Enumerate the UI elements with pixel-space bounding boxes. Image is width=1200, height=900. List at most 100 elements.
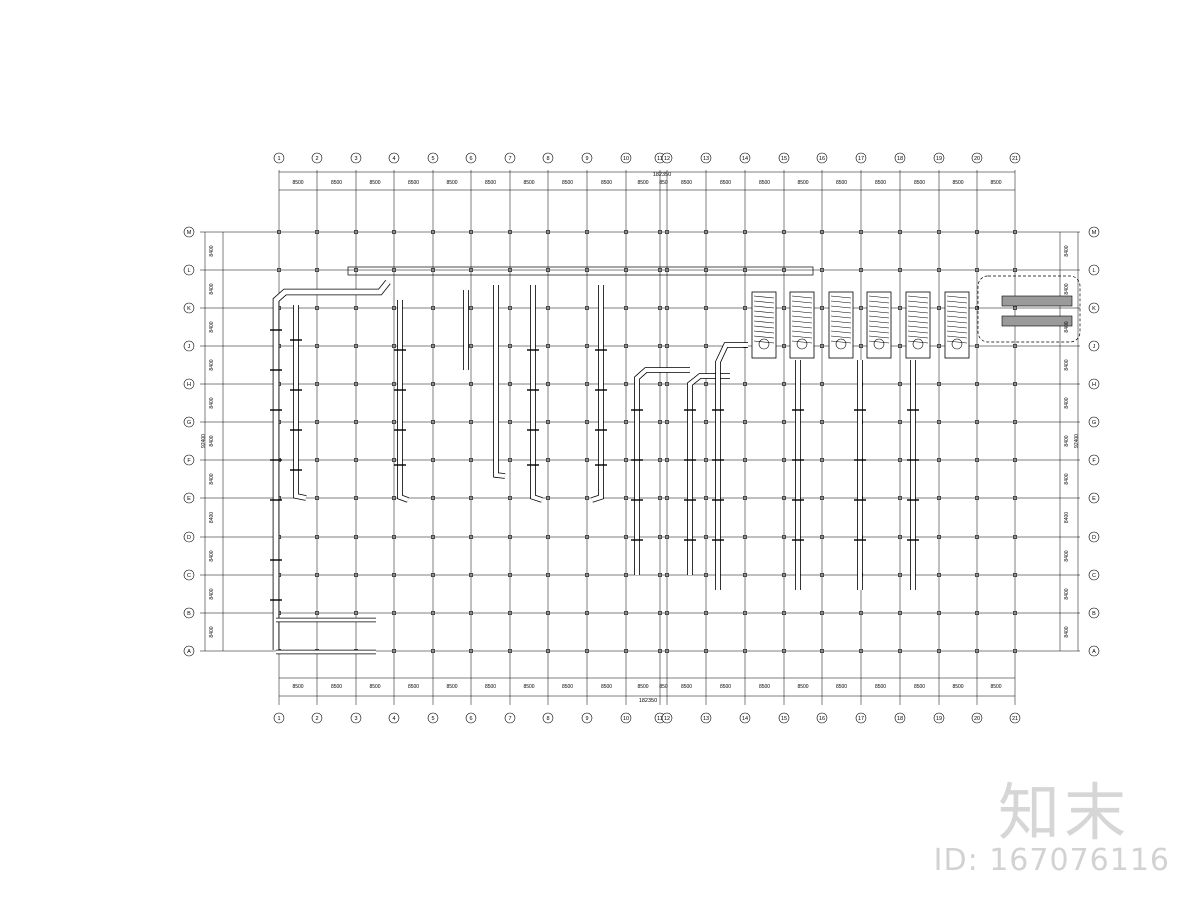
- structural-column: [315, 268, 319, 272]
- axis-label: 17: [858, 716, 864, 722]
- unit-hatch: [946, 305, 968, 309]
- duct-run: [398, 300, 409, 502]
- row-spacing-label: 8400: [1064, 435, 1070, 446]
- structural-column: [658, 649, 662, 653]
- axis-label: 14: [742, 156, 748, 162]
- structural-column: [315, 573, 319, 577]
- structural-column: [585, 649, 589, 653]
- structural-column: [898, 268, 902, 272]
- axis-bubble: [581, 712, 593, 724]
- structural-column: [315, 344, 319, 348]
- structural-column: [585, 496, 589, 500]
- duct-run: [531, 285, 543, 502]
- axis-label: J: [1093, 344, 1096, 350]
- structural-column: [546, 573, 550, 577]
- structural-column: [782, 458, 786, 462]
- axis-bubble: [388, 152, 400, 164]
- unit-hatch: [753, 320, 775, 324]
- duct-run: [688, 374, 730, 575]
- structural-column: [658, 496, 662, 500]
- axis-label: 8: [546, 156, 549, 162]
- row-spacing-label: 8400: [1064, 588, 1070, 599]
- axis-bubble: [350, 712, 362, 724]
- axis-label: 13: [703, 716, 709, 722]
- axis-label: M: [1092, 230, 1097, 236]
- structural-column: [975, 382, 979, 386]
- row-spacing-label: 8400: [1064, 245, 1070, 256]
- unit-hatch: [791, 340, 813, 344]
- structural-column: [743, 230, 747, 234]
- structural-column: [431, 268, 435, 272]
- structural-column: [782, 496, 786, 500]
- column-spacing-label: 8500: [485, 684, 496, 690]
- structural-column: [937, 611, 941, 615]
- column-spacing-label: 8500: [681, 684, 692, 690]
- unit-hatch: [907, 310, 929, 314]
- axis-label: 6: [469, 156, 472, 162]
- structural-column: [431, 649, 435, 653]
- axis-label: 16: [819, 156, 825, 162]
- structural-column: [937, 344, 941, 348]
- axis-bubble: [1088, 531, 1100, 543]
- unit-hatch: [868, 330, 890, 334]
- axis-label: 10: [623, 156, 629, 162]
- structural-column: [546, 535, 550, 539]
- structural-column: [658, 344, 662, 348]
- structural-column: [1013, 420, 1017, 424]
- structural-column: [898, 230, 902, 234]
- structural-column: [354, 382, 358, 386]
- axis-label: B: [1092, 611, 1096, 617]
- unit-hatch: [753, 300, 775, 304]
- axis-label: 21: [1012, 716, 1018, 722]
- structural-column: [937, 458, 941, 462]
- unit-fan: [951, 338, 963, 350]
- structural-column: [859, 344, 863, 348]
- structural-column: [469, 230, 473, 234]
- structural-column: [975, 344, 979, 348]
- unit-hatch: [830, 330, 852, 334]
- unit-fan: [912, 338, 924, 350]
- structural-column: [859, 230, 863, 234]
- axis-label: 9: [585, 156, 588, 162]
- structural-column: [898, 382, 902, 386]
- axis-bubble: [1088, 645, 1100, 657]
- axis-label: 21: [1012, 156, 1018, 162]
- structural-column: [658, 268, 662, 272]
- unit-hatch: [868, 340, 890, 344]
- axis-bubble: [1088, 264, 1100, 276]
- axis-label: 9: [585, 716, 588, 722]
- axis-label: 2: [315, 716, 318, 722]
- structural-column: [354, 344, 358, 348]
- structural-column: [508, 649, 512, 653]
- structural-column: [665, 496, 669, 500]
- row-spacing-label: 8400: [1064, 473, 1070, 484]
- column-markers: [277, 230, 1017, 653]
- structural-column: [782, 573, 786, 577]
- structural-column: [898, 573, 902, 577]
- row-spacing-label: 8400: [209, 512, 215, 523]
- unit-hatch: [868, 315, 890, 319]
- structural-column: [782, 611, 786, 615]
- unit-hatch: [830, 310, 852, 314]
- structural-column: [277, 268, 281, 272]
- row-spacing-label: 8400: [209, 626, 215, 637]
- axis-bubble: [1009, 152, 1021, 164]
- unit-hatch: [791, 325, 813, 329]
- axis-bubble: [1088, 416, 1100, 428]
- unit-hatch: [946, 335, 968, 339]
- duct-run: [272, 279, 391, 650]
- axis-bubble: [700, 152, 712, 164]
- structural-column: [1013, 268, 1017, 272]
- axis-bubble: [700, 712, 712, 724]
- structural-column: [782, 535, 786, 539]
- duct-run: [591, 285, 603, 502]
- axis-bubble: [1009, 712, 1021, 724]
- unit-hatch: [791, 310, 813, 314]
- structural-column: [315, 535, 319, 539]
- axis-bubble: [183, 607, 195, 619]
- unit-fan: [835, 338, 847, 350]
- duct-run: [715, 342, 748, 590]
- structural-column: [658, 535, 662, 539]
- column-spacing-label: 8500: [601, 684, 612, 690]
- structural-column: [658, 611, 662, 615]
